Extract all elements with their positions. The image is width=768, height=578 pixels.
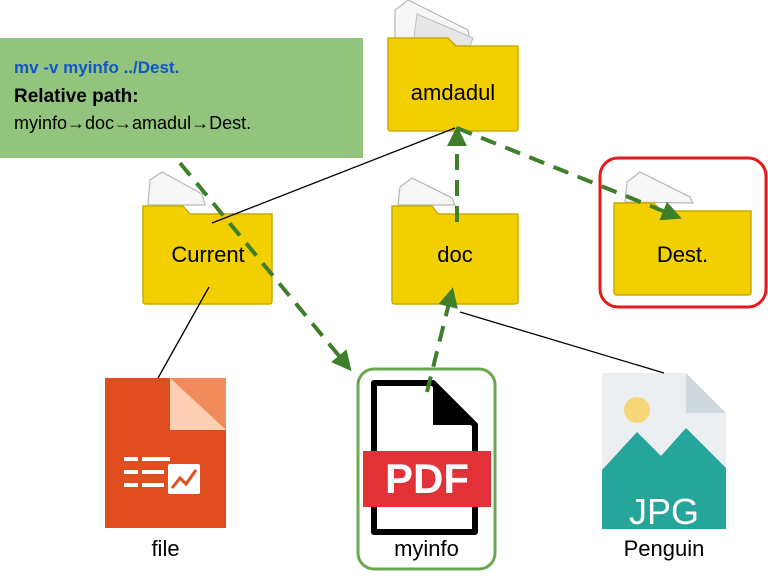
mv-command-text: mv -v myinfo ../Dest.: [14, 58, 180, 77]
folder-icon-current[interactable]: [142, 171, 273, 305]
arrow-myinfo-to-doc: [425, 287, 458, 393]
pdf-icon[interactable]: PDF: [363, 380, 491, 535]
dest-highlight-box: [598, 156, 768, 309]
myinfo-highlight-box: [356, 367, 497, 571]
relative-path-title: Relative path:: [14, 86, 139, 107]
folder-label-doc: doc: [437, 242, 473, 267]
arrow-callout-to-myinfo: [178, 161, 352, 372]
file-label-file: file: [151, 536, 180, 561]
file-label-penguin: Penguin: [623, 536, 705, 561]
pdf-icon-text: PDF: [385, 455, 469, 502]
folder-icon-doc[interactable]: [391, 177, 519, 305]
slide-document-icon[interactable]: [105, 378, 226, 528]
folder-icon-dest[interactable]: [613, 171, 752, 296]
folder-label-current: Current: [171, 242, 245, 267]
jpg-icon-text: JPG: [629, 491, 699, 532]
folder-label-dest: Dest.: [656, 242, 709, 267]
relative-path-arrows: [178, 126, 682, 393]
folder-icon-amdadul[interactable]: [387, 0, 519, 132]
file-label-myinfo: myinfo: [394, 536, 459, 561]
relative-path-text: myinfo→doc→amadul→Dest.: [14, 113, 252, 133]
tree-connector-lines: [157, 127, 665, 379]
jpg-image-icon[interactable]: JPG: [602, 373, 726, 532]
folder-label-amdadul: amdadul: [410, 80, 496, 105]
arrow-amdadul-to-dest: [456, 126, 682, 221]
command-callout: mv -v myinfo ../Dest. Relative path: myi…: [0, 38, 363, 158]
